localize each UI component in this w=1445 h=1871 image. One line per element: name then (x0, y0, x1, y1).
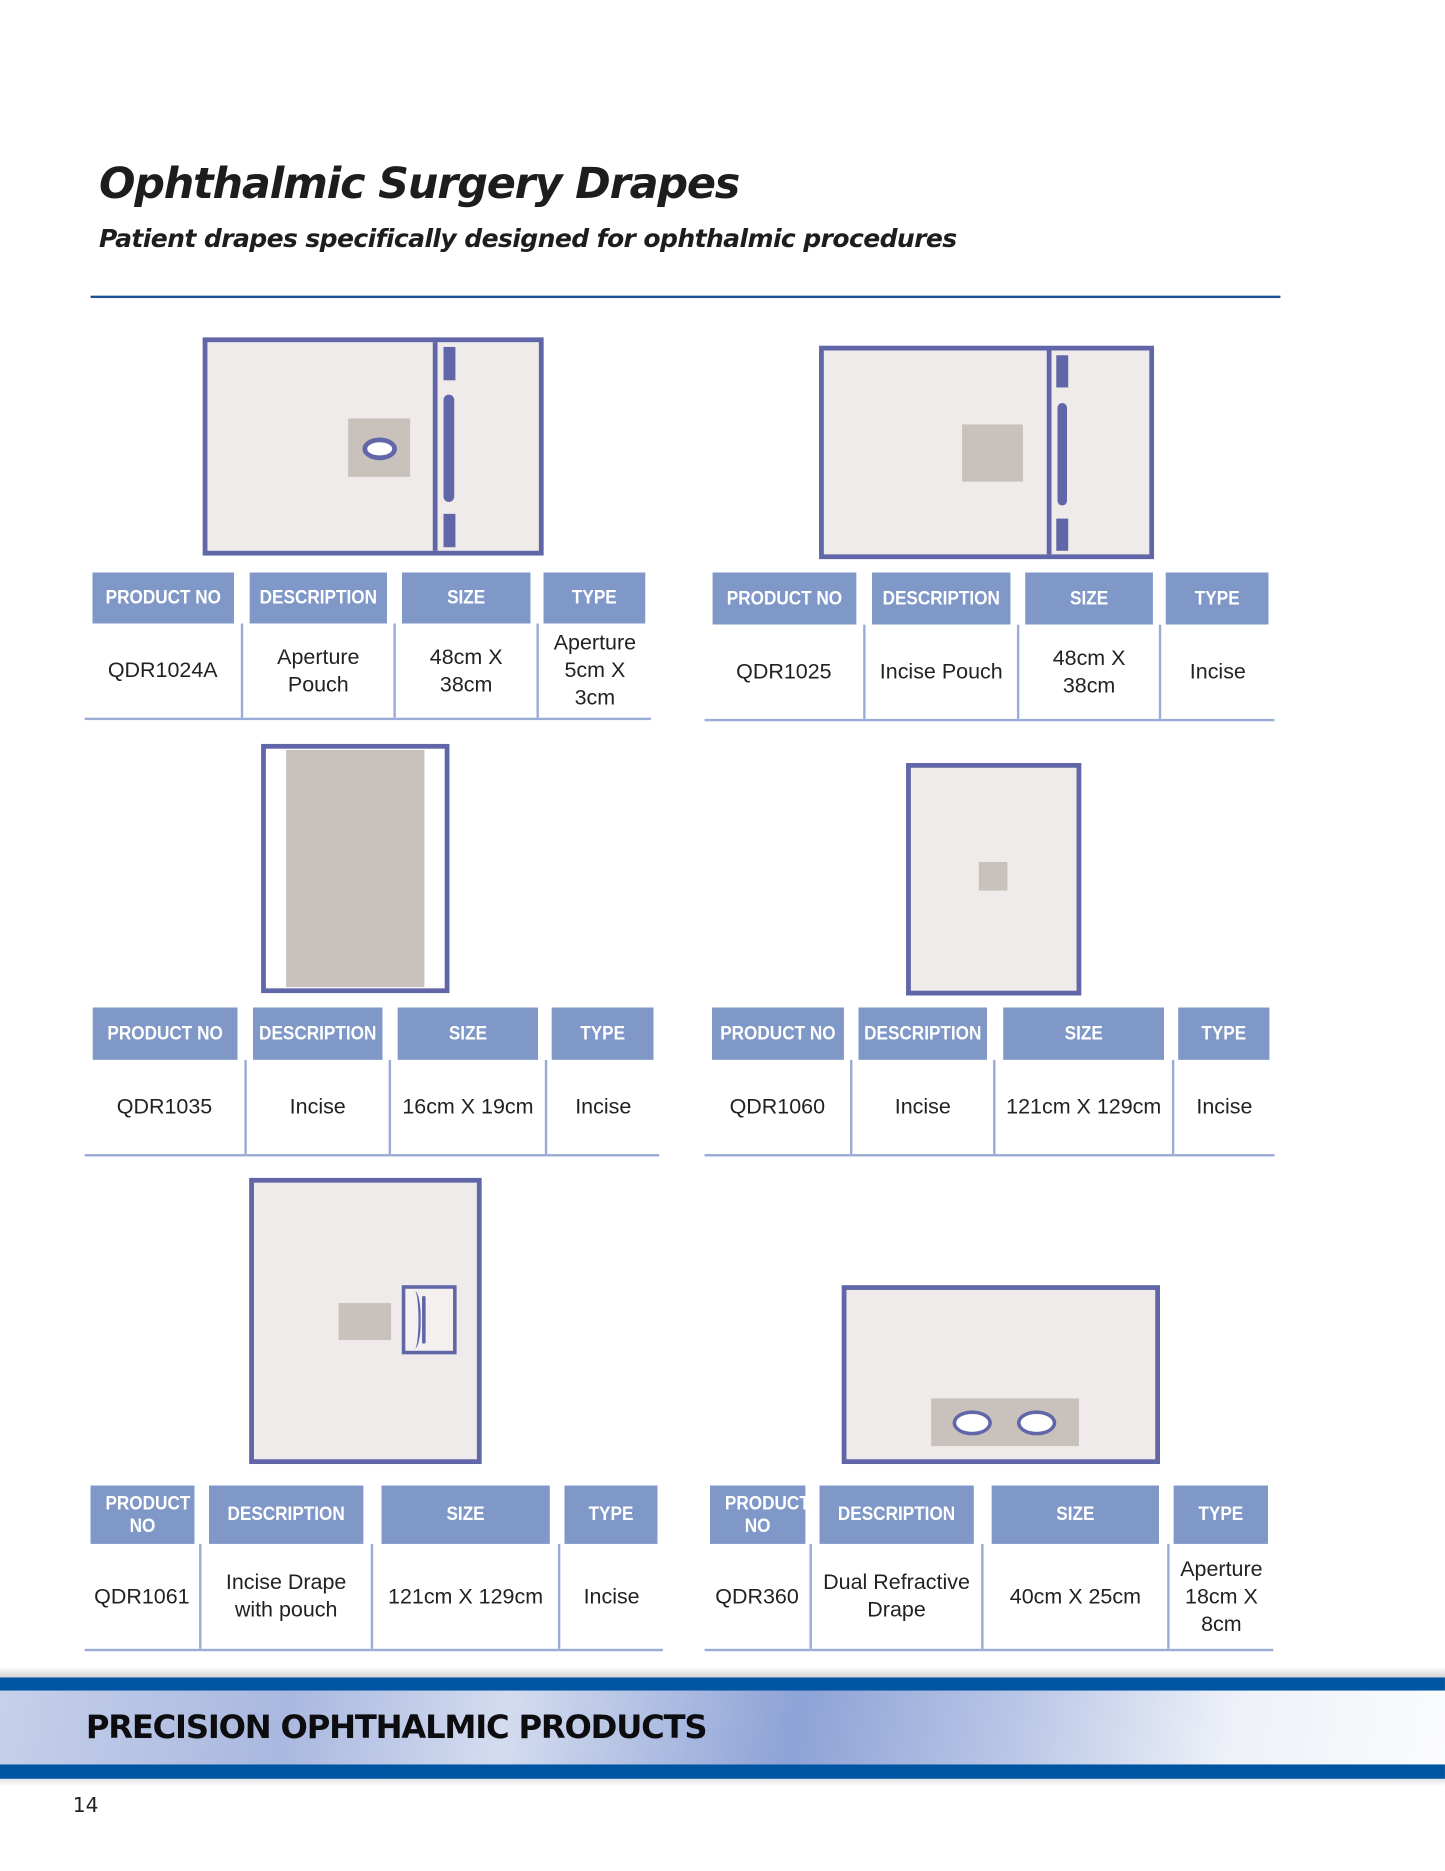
page-number: 14 (72, 1794, 99, 1819)
cell-size: 16cm X 19cm (388, 1059, 547, 1157)
cell-product-no: QDR1061 (84, 1543, 201, 1652)
drape-diagram-qdr1025 (819, 345, 1155, 560)
incise-patch (338, 1303, 392, 1341)
cell-description: Dual Refractive Drape (809, 1543, 983, 1652)
cell-size: 121cm X 129cm (993, 1059, 1174, 1157)
adhesive-strip (443, 513, 456, 548)
column-header-product-no: PRODUCT NO (711, 1007, 844, 1060)
divider-line (1046, 350, 1052, 555)
column-header-type: TYPE (551, 1007, 654, 1060)
column-header-type: TYPE (1173, 1485, 1269, 1544)
adhesive-strip (443, 346, 456, 381)
column-header-size: SIZE (991, 1485, 1160, 1544)
column-header-product-no: PRODUCT NO (92, 572, 235, 624)
column-header-size: SIZE (1025, 572, 1153, 625)
column-header-description: DESCRIPTION (249, 572, 387, 624)
cell-type: Aperture 5cm X 3cm (536, 623, 651, 721)
cell-product-no: QDR1025 (704, 624, 865, 722)
column-header-description: DESCRIPTION (208, 1485, 364, 1544)
aperture-icon (362, 437, 398, 461)
cell-type: Incise (557, 1543, 663, 1652)
cell-size: 40cm X 25cm (981, 1543, 1169, 1652)
column-header-type: TYPE (543, 572, 646, 624)
incise-patch (978, 861, 1008, 891)
cell-type: Incise (1158, 624, 1275, 722)
page-subtitle: Patient drapes specifically designed for… (98, 224, 957, 253)
column-header-size: SIZE (1003, 1007, 1165, 1060)
cell-description: Incise Pouch (863, 624, 1019, 722)
pouch-icon (401, 1285, 457, 1355)
cell-type: Incise (544, 1059, 660, 1157)
cell-description: Incise (244, 1059, 390, 1157)
column-header-size: SIZE (397, 1007, 539, 1060)
adhesive-strip (1056, 518, 1069, 551)
cell-type: Aperture 18cm X 8cm (1167, 1543, 1274, 1652)
cell-description: Incise (850, 1059, 995, 1157)
adhesive-strip (1057, 402, 1068, 506)
column-header-size: SIZE (401, 572, 531, 624)
column-header-product-no: PRODUCT NO (712, 572, 857, 625)
drape-diagram-qdr1024a (202, 337, 544, 556)
column-header-description: DESCRIPTION (819, 1485, 974, 1544)
aperture-icon (952, 1410, 992, 1436)
footer-swoosh-image (0, 1690, 1445, 1765)
footer-banner-text: PRECISION OPHTHALMIC PRODUCTS (85, 1709, 708, 1747)
cell-size: 48cm X 38cm (1016, 624, 1161, 722)
cell-description: Aperture Pouch (240, 623, 395, 721)
drape-diagram-qdr1060 (906, 763, 1082, 996)
column-header-description: DESCRIPTION (872, 572, 1011, 625)
cell-product-no: QDR1060 (704, 1059, 852, 1157)
cell-size: 48cm X 38cm (393, 623, 538, 721)
column-header-description: DESCRIPTION (858, 1007, 988, 1060)
column-header-type: TYPE (564, 1485, 658, 1544)
incise-film (286, 749, 425, 988)
column-header-product-no: PRODUCT NO (709, 1485, 810, 1544)
drape-diagram-qdr1035 (261, 743, 450, 994)
cell-size: 121cm X 129cm (370, 1543, 560, 1652)
drape-diagram-qdr1061 (249, 1177, 482, 1465)
cell-product-no: QDR1024A (84, 623, 243, 721)
page-title: Ophthalmic Surgery Drapes (98, 159, 740, 209)
aperture-icon (1016, 1410, 1057, 1436)
column-header-size: SIZE (381, 1485, 550, 1544)
cell-product-no: QDR1035 (84, 1059, 246, 1157)
column-header-description: DESCRIPTION (252, 1007, 383, 1060)
cell-description: Incise Drape with pouch (199, 1543, 372, 1652)
column-header-type: TYPE (1165, 572, 1269, 625)
incise-patch (962, 424, 1023, 482)
cell-product-no: QDR360 (704, 1543, 811, 1652)
column-header-product-no: PRODUCT NO (90, 1485, 195, 1544)
header-divider (90, 295, 1281, 299)
column-header-product-no: PRODUCT NO (92, 1007, 238, 1060)
footer-banner: PRECISION OPHTHALMIC PRODUCTS (0, 1666, 1445, 1786)
cell-type: Incise (1171, 1059, 1275, 1157)
adhesive-strip (443, 394, 455, 502)
drape-diagram-qdr360 (841, 1285, 1161, 1465)
column-header-type: TYPE (1178, 1007, 1270, 1060)
divider-line (432, 342, 438, 551)
adhesive-strip (1056, 355, 1069, 388)
